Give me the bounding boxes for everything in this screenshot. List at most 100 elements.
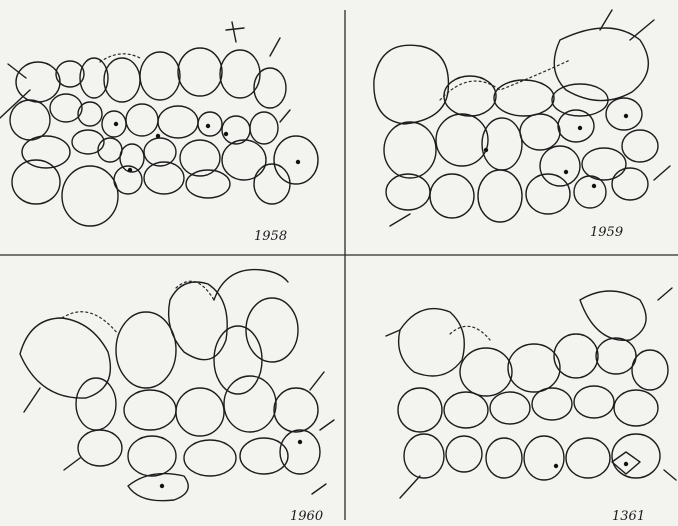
nest-dot [224, 132, 228, 136]
territory-cells [398, 291, 668, 480]
territory-cell [374, 45, 449, 124]
leader-line [0, 90, 30, 118]
nest-dot [114, 122, 118, 126]
nest-dot [296, 160, 300, 164]
territory-cell [478, 170, 522, 222]
territory-cell [526, 174, 570, 214]
territory-cell [20, 318, 110, 398]
edge-ticks [386, 288, 676, 498]
territory-cell [144, 162, 184, 194]
territory-cell [606, 98, 642, 130]
year-label-1361: 1361 [612, 509, 645, 524]
nest-dot [156, 134, 160, 138]
territory-cell [398, 388, 442, 432]
territory-cell [76, 378, 116, 430]
territory-cell [622, 130, 658, 162]
territory-cell [62, 166, 118, 226]
territory-cell [566, 438, 610, 478]
territory-cell [10, 100, 50, 140]
year-label-1959: 1959 [590, 225, 623, 240]
territory-cell [444, 392, 488, 428]
nest-dot [554, 464, 558, 468]
territory-cell [596, 338, 636, 374]
nest-markers [484, 114, 628, 188]
territory-cell [582, 148, 626, 180]
territory-cell [540, 146, 580, 186]
territory-cell [274, 388, 318, 432]
territory-cell [254, 68, 286, 108]
territory-cell [580, 291, 646, 340]
territory-cell [140, 52, 180, 100]
territory-cell [176, 388, 224, 436]
territory-cell [486, 438, 522, 478]
territory-cell [446, 436, 482, 472]
nest-dot [128, 168, 132, 172]
nest-dot [160, 484, 164, 488]
territory-cell [254, 164, 290, 204]
territory-cells [10, 48, 318, 226]
territory-cell [16, 62, 60, 102]
territory-cell [184, 440, 236, 476]
territory-cell [22, 136, 70, 168]
territory-cell [280, 430, 320, 474]
territory-cell [224, 376, 276, 432]
panel-1960: 1960 [20, 270, 334, 524]
territory-cell [222, 140, 266, 180]
territory-cell [524, 436, 564, 480]
territory-cell [460, 348, 512, 396]
territory-cell [430, 174, 474, 218]
territory-cell [120, 144, 144, 172]
nest-dot [624, 114, 628, 118]
territory-cell [384, 122, 436, 178]
territory-cell [126, 104, 158, 136]
nest-dot [624, 462, 628, 466]
territory-cell [246, 298, 298, 362]
territory-cell [494, 80, 554, 116]
nest-dot [564, 170, 568, 174]
territory-cell [574, 386, 614, 418]
territory-cell [104, 58, 140, 102]
territory-cell [178, 48, 222, 96]
territory-cell [72, 130, 104, 154]
dotted-boundary [440, 60, 570, 100]
territory-cell [50, 94, 82, 122]
territory-cell [158, 106, 198, 138]
nest-dot [484, 148, 488, 152]
dotted-boundary [450, 326, 490, 340]
year-label-1958: 1958 [254, 229, 287, 244]
panel-1959: 1959 [374, 10, 670, 240]
panel-1958: 1958 [0, 22, 318, 244]
territory-cell [169, 282, 228, 360]
panel-1361: 1361 [386, 288, 676, 524]
territory-cell [399, 309, 465, 376]
territory-cell [554, 334, 598, 378]
territory-cell [632, 350, 668, 390]
territory-cell [98, 138, 122, 162]
territory-cell [78, 430, 122, 466]
territory-cell [520, 114, 560, 150]
year-label-1960: 1960 [290, 509, 323, 524]
territory-cell [508, 344, 560, 392]
territory-cell [78, 102, 102, 126]
territory-cell [612, 168, 648, 200]
nest-dot [298, 440, 302, 444]
territory-cell [250, 112, 278, 144]
territory-cell [116, 312, 176, 388]
territory-cell [436, 114, 488, 166]
territory-cell [614, 390, 658, 426]
nest-dot [592, 184, 596, 188]
territory-cell [128, 436, 176, 476]
nest-dot [206, 124, 210, 128]
territory-cell [128, 474, 188, 501]
territory-cell [404, 434, 444, 478]
territory-cell [214, 326, 262, 394]
territory-cell [490, 392, 530, 424]
territory-cell [274, 136, 318, 184]
territory-cell [198, 112, 222, 136]
territory-cell [124, 390, 176, 430]
territory-cell [574, 176, 606, 208]
edge-ticks [390, 10, 670, 226]
territory-edge [214, 270, 288, 300]
